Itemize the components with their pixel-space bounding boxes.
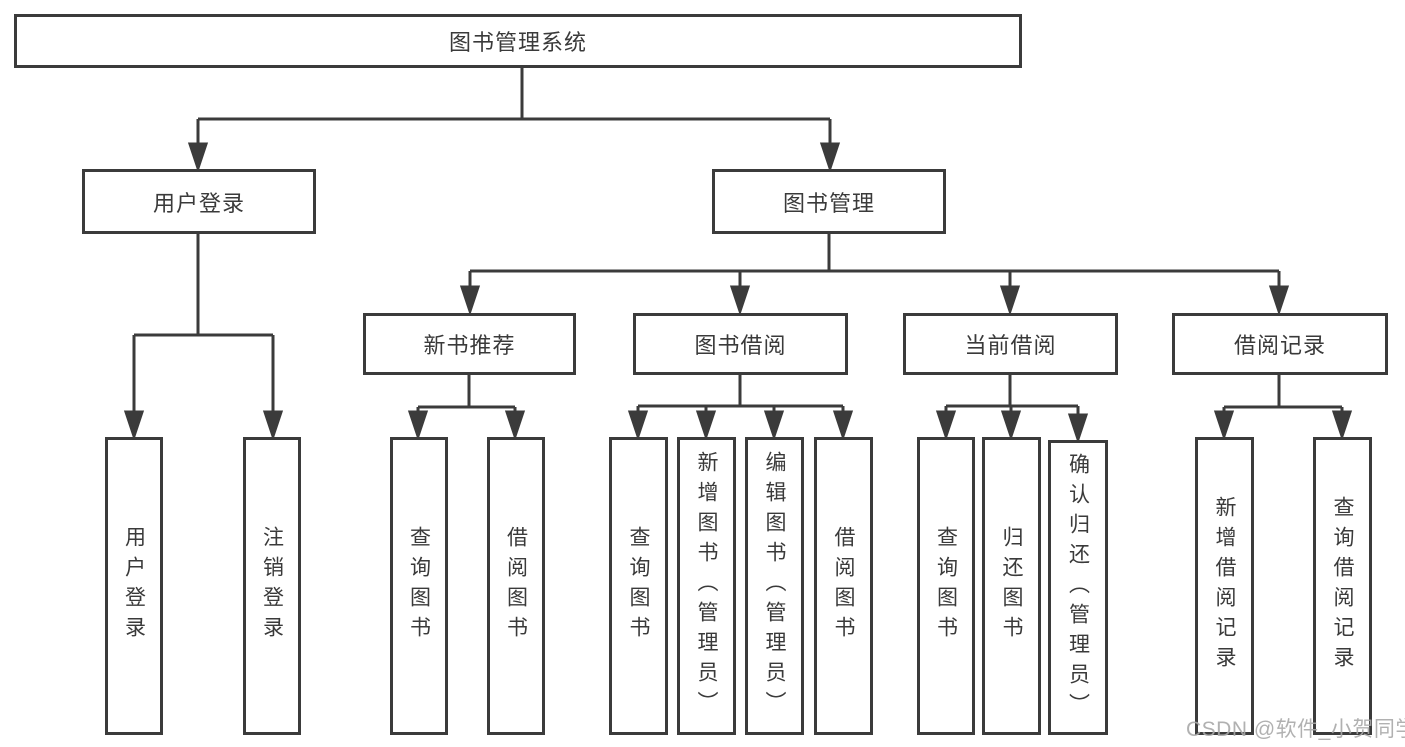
- connector-records-children: [1213, 375, 1353, 441]
- node-root-library-system: 图书管理系统: [14, 14, 1022, 68]
- arrowhead-icon: [407, 410, 429, 441]
- arrowhead-icon: [459, 285, 481, 316]
- node-label: 查询图书: [934, 526, 958, 646]
- node-label: 当前借阅: [964, 333, 1057, 358]
- node-label: 借阅图书: [504, 526, 528, 646]
- node-label: 查询借阅记录: [1331, 496, 1354, 676]
- node-label: 图书借阅: [694, 333, 787, 358]
- arrowhead-icon: [187, 142, 209, 173]
- leaf-add-books-admin: 新增图书（管理员）: [677, 437, 736, 735]
- arrowhead-icon: [729, 285, 751, 316]
- arrowhead-icon: [695, 410, 717, 441]
- node-book-borrow: 图书借阅: [633, 313, 848, 375]
- leaf-borrow-books-2: 借阅图书: [814, 437, 873, 735]
- connector-new-books-children: [407, 375, 526, 441]
- node-label: 借阅图书: [832, 526, 855, 646]
- arrowhead-icon: [1000, 410, 1022, 441]
- arrowhead-icon: [819, 142, 841, 173]
- leaf-query-books-1: 查询图书: [390, 437, 448, 735]
- arrowhead-icon: [1331, 410, 1353, 441]
- arrowhead-icon: [123, 410, 145, 441]
- arrowhead-icon: [627, 410, 649, 441]
- leaf-query-books-2: 查询图书: [609, 437, 668, 735]
- node-label: 查询图书: [407, 526, 431, 646]
- node-label: 新增图书（管理员）: [695, 451, 718, 721]
- arrowhead-icon: [935, 410, 957, 441]
- node-label: 用户登录: [152, 190, 245, 216]
- leaf-user-login: 用户登录: [105, 437, 163, 735]
- node-label: 图书管理: [782, 190, 875, 216]
- node-label: 新增借阅记录: [1213, 496, 1236, 676]
- node-label: 新书推荐: [423, 333, 516, 358]
- node-label: 用户登录: [122, 526, 146, 646]
- leaf-edit-books-admin: 编辑图书（管理员）: [745, 437, 804, 735]
- leaf-borrow-books-1: 借阅图书: [487, 437, 545, 735]
- node-label: 图书管理系统: [448, 30, 587, 55]
- node-borrow-records: 借阅记录: [1172, 313, 1388, 375]
- node-current-borrow: 当前借阅: [903, 313, 1118, 375]
- arrowhead-icon: [504, 410, 526, 441]
- arrowhead-icon: [1213, 410, 1235, 441]
- node-label: 查询图书: [627, 526, 650, 646]
- connector-current-children: [935, 375, 1089, 444]
- node-label: 确认归还（管理员）: [1066, 452, 1090, 723]
- connector-user-login-children: [123, 234, 284, 441]
- node-label: 注销登录: [260, 526, 284, 646]
- node-user-login: 用户登录: [82, 169, 316, 234]
- arrowhead-icon: [999, 285, 1021, 316]
- arrowhead-icon: [262, 410, 284, 441]
- leaf-add-borrow-record: 新增借阅记录: [1195, 437, 1254, 735]
- arrowhead-icon: [1268, 285, 1290, 316]
- arrowhead-icon: [763, 410, 785, 441]
- leaf-logout: 注销登录: [243, 437, 301, 735]
- connector-root-to-level1: [187, 66, 841, 173]
- connector-book-mgmt-children: [459, 234, 1290, 316]
- leaf-query-books-3: 查询图书: [917, 437, 975, 735]
- csdn-watermark: CSDN @软件_小贺同学: [1186, 718, 1405, 741]
- node-book-management: 图书管理: [712, 169, 946, 234]
- node-new-book-recommend: 新书推荐: [363, 313, 576, 375]
- leaf-return-books: 归还图书: [982, 437, 1041, 735]
- connector-borrow-children: [627, 375, 854, 441]
- node-label: 借阅记录: [1233, 333, 1326, 358]
- node-label: 编辑图书（管理员）: [763, 451, 786, 721]
- leaf-query-borrow-record: 查询借阅记录: [1313, 437, 1372, 735]
- node-label: 归还图书: [1000, 526, 1023, 646]
- leaf-confirm-return-admin: 确认归还（管理员）: [1048, 440, 1108, 735]
- arrowhead-icon: [1067, 413, 1089, 444]
- arrowhead-icon: [832, 410, 854, 441]
